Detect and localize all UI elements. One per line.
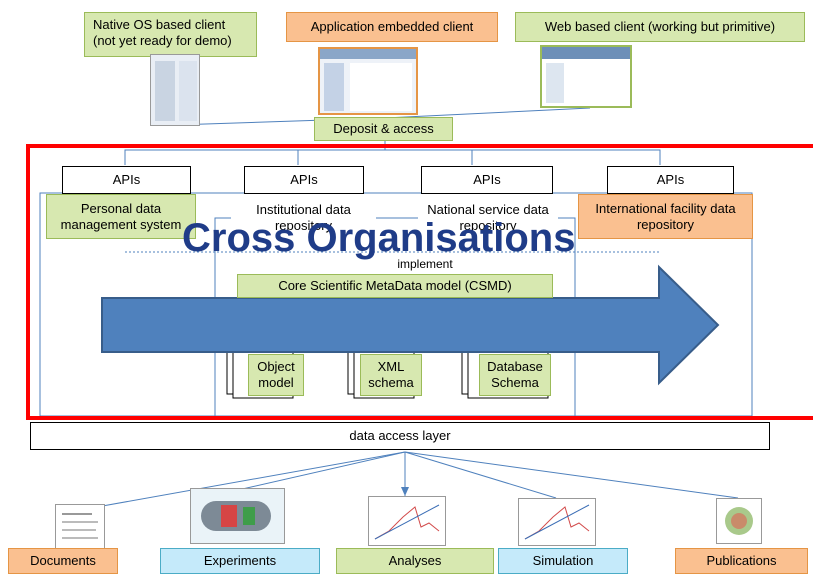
documents-thumbnail: [55, 504, 105, 552]
database-schema-box: Database Schema: [479, 354, 551, 396]
csmd-box: Core Scientific MetaData model (CSMD): [237, 274, 553, 298]
web-client-box: Web based client (working but primitive): [515, 12, 805, 42]
api-box-national: APIs: [421, 166, 553, 194]
experiments-box: Experiments: [160, 548, 320, 574]
institutional-repository-box: Institutional data repository: [231, 194, 376, 242]
analyses-thumbnail: [368, 496, 446, 546]
analyses-box: Analyses: [336, 548, 494, 574]
data-access-layer-box: data access layer: [30, 422, 770, 450]
api-box-institutional: APIs: [244, 166, 364, 194]
simulation-plot-icon: [524, 504, 590, 540]
simulation-thumbnail: [518, 498, 596, 546]
publications-thumbnail: [716, 498, 762, 544]
deposit-access-box: Deposit & access: [314, 117, 453, 141]
object-model-box: Object model: [248, 354, 304, 396]
national-repository-box: National service data repository: [418, 194, 558, 242]
cross-organisations-title: Cross Organisations: [182, 216, 576, 260]
native-os-client-box: Native OS based client (not yet ready fo…: [84, 12, 257, 57]
api-box-personal: APIs: [62, 166, 191, 194]
documents-box: Documents: [8, 548, 118, 574]
publications-box: Publications: [675, 548, 808, 574]
analyses-plot-icon: [374, 504, 440, 540]
simulation-box: Simulation: [498, 548, 628, 574]
api-box-international: APIs: [607, 166, 734, 194]
native-client-screenshot: [150, 54, 200, 126]
international-repository-box: International facility data repository: [578, 194, 753, 239]
application-embedded-client-box: Application embedded client: [286, 12, 498, 42]
embedded-client-screenshot: [318, 47, 418, 115]
web-client-screenshot: [540, 45, 632, 108]
xml-schema-box: XML schema: [360, 354, 422, 396]
experiments-thumbnail: [190, 488, 285, 544]
personal-data-system-box: Personal data management system: [46, 194, 196, 239]
implement-label: implement: [397, 257, 453, 271]
